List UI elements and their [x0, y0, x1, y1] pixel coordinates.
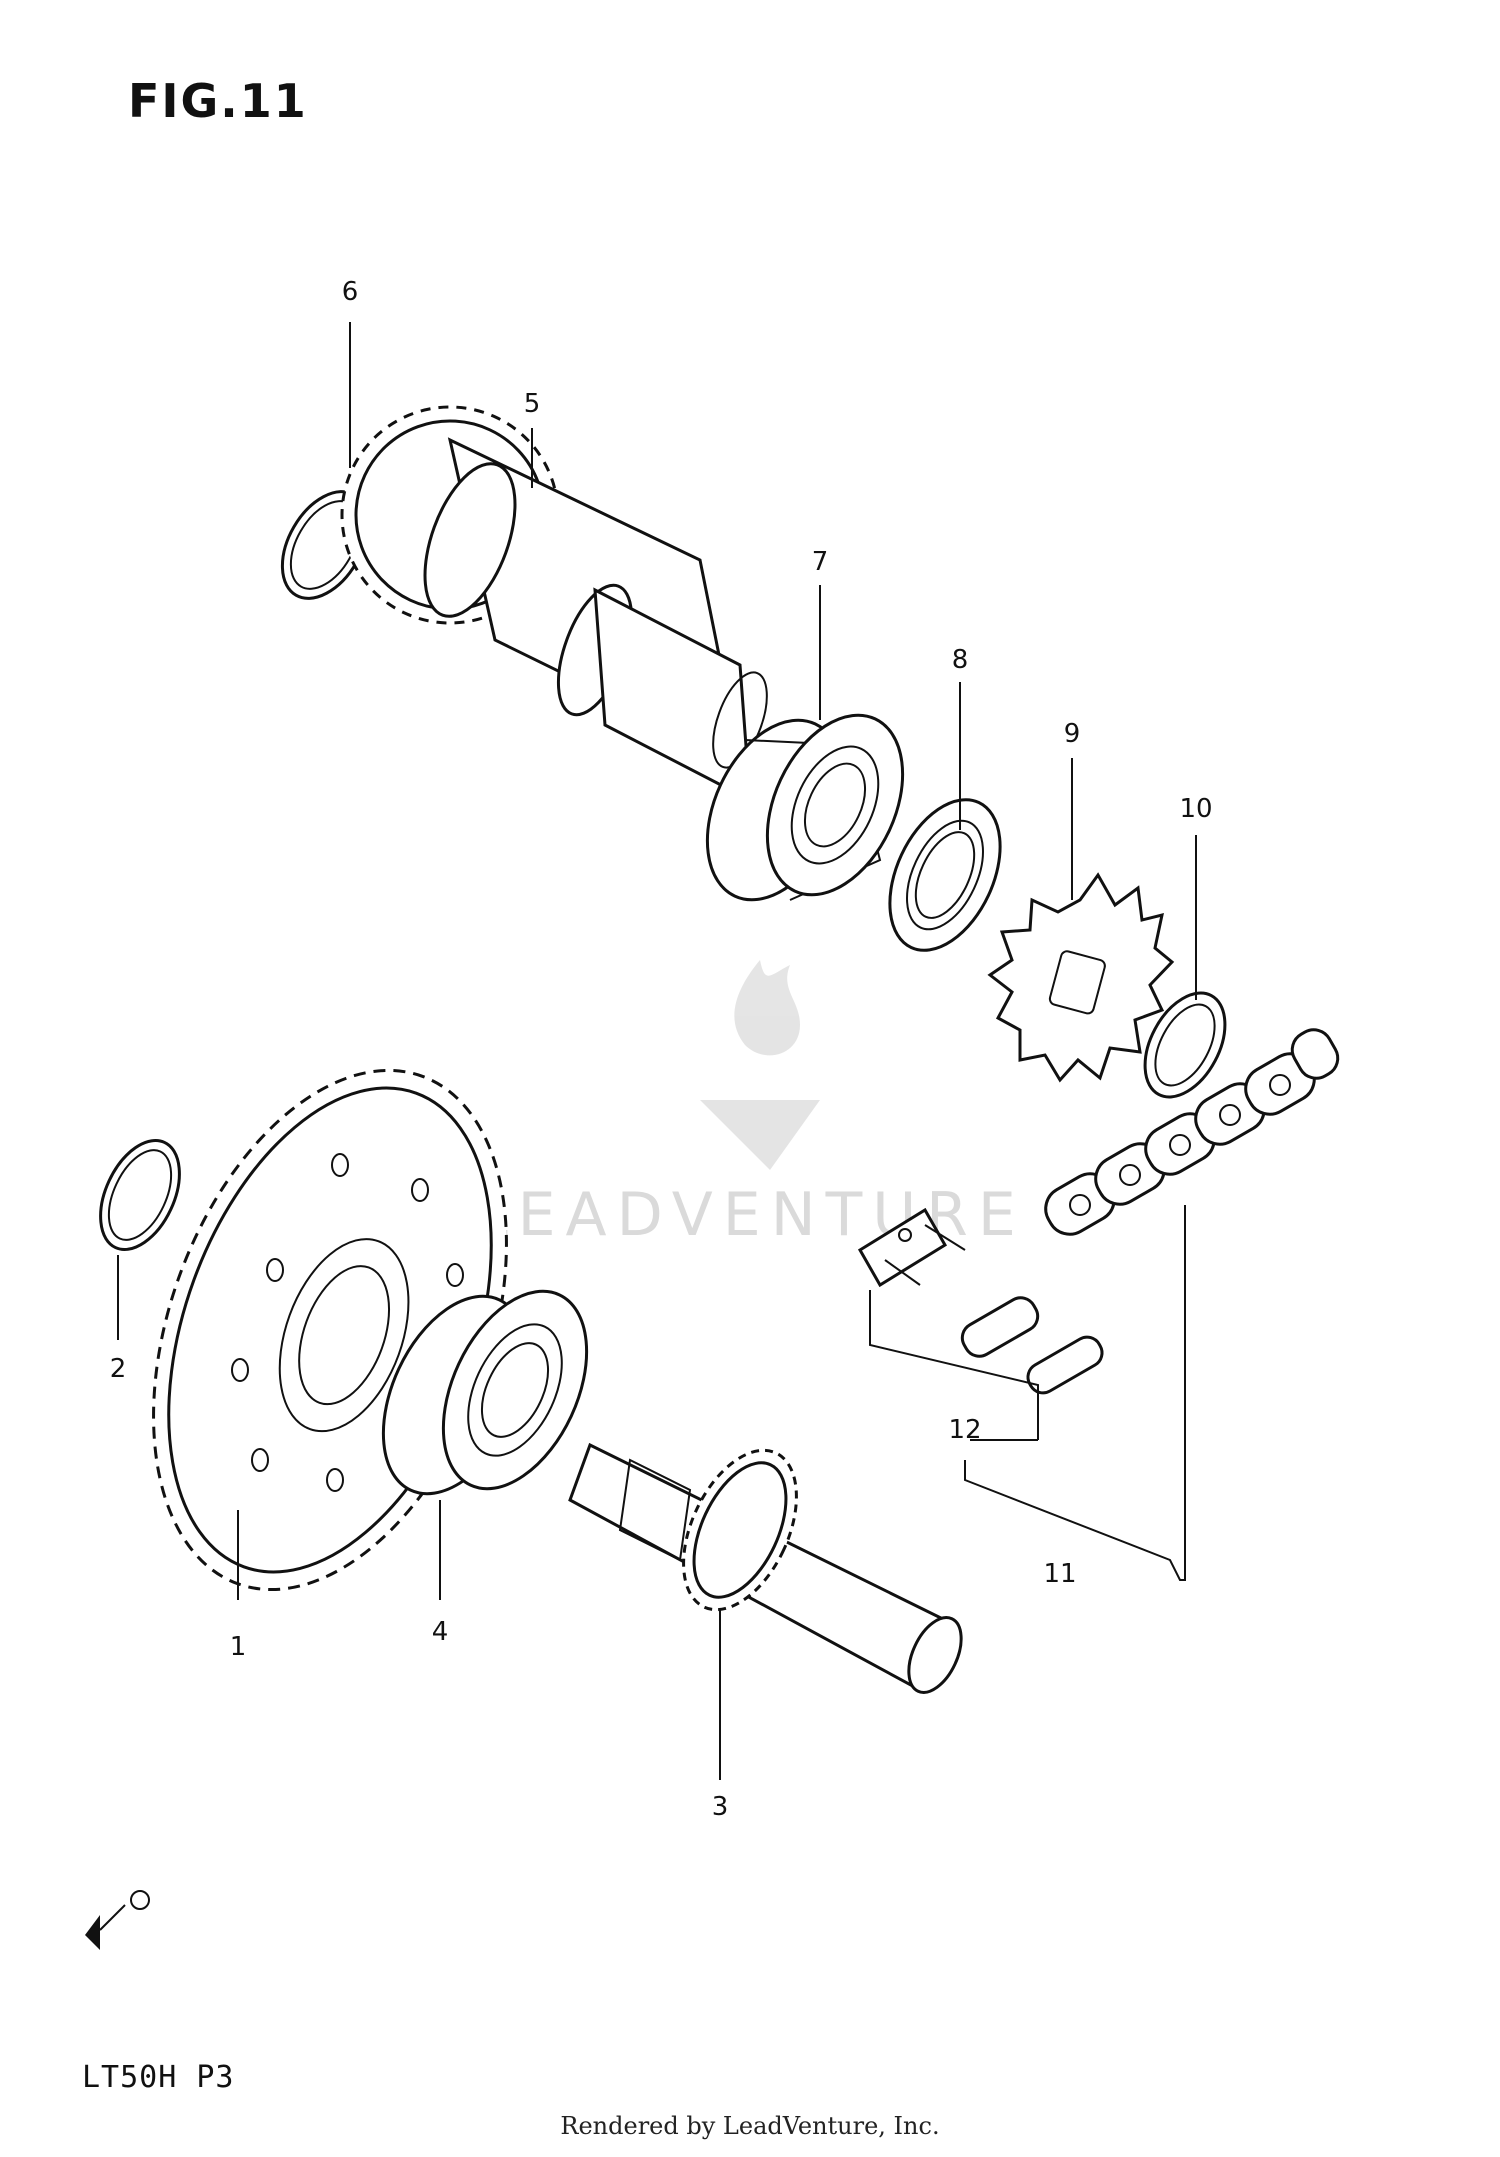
- leader-lines: [117, 322, 1197, 1780]
- part-11-drive-chain: [1044, 1028, 1340, 1236]
- part-5-countershaft-gear: [340, 405, 768, 803]
- callout-11: 11: [1043, 1559, 1076, 1589]
- callout-10: 10: [1179, 794, 1212, 824]
- render-credit: Rendered by LeadVenture, Inc.: [560, 2112, 940, 2140]
- diagram-code: LT50H P3: [82, 2060, 235, 2095]
- part-4-bearing: [381, 1289, 589, 1496]
- part-9-sprocket: [987, 872, 1175, 1083]
- callout-labels: 6 5 7 8 9 10 2 1 4 3 12 11: [110, 277, 1213, 1822]
- front-direction-mark-icon: [85, 1890, 150, 1950]
- callout-8: 8: [952, 645, 969, 675]
- callout-3: 3: [712, 1792, 729, 1822]
- callout-1: 1: [230, 1632, 247, 1662]
- part-12-master-link: [857, 1207, 1104, 1395]
- part-10-circlip: [1143, 991, 1227, 1099]
- callout-6: 6: [342, 277, 359, 307]
- v-logo-icon: [700, 1100, 820, 1170]
- flame-logo-icon: [734, 960, 800, 1056]
- part-8-oil-seal: [888, 798, 1002, 952]
- part-3-drive-shaft: [568, 1442, 963, 1694]
- callout-4: 4: [432, 1617, 449, 1647]
- leadventure-watermark: LEADVENTURE: [474, 960, 1016, 1250]
- callout-5: 5: [524, 389, 541, 419]
- callout-2: 2: [110, 1354, 127, 1384]
- part-2-circlip: [99, 1139, 181, 1251]
- callout-7: 7: [812, 547, 829, 577]
- callout-12: 12: [948, 1415, 981, 1445]
- callout-9: 9: [1064, 719, 1081, 749]
- figure-title: FIG.11: [128, 74, 308, 128]
- part-7-bearing: [705, 713, 905, 902]
